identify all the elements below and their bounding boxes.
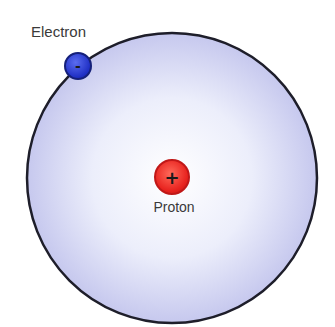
proton-circle: +Proton: [154, 159, 190, 195]
orbit-circle: [27, 33, 317, 323]
particle-label: Proton: [153, 199, 194, 215]
charge-sign: -: [66, 54, 90, 78]
particle-label: Electron: [31, 23, 86, 40]
electron-circle: Electron-: [64, 52, 92, 80]
charge-sign: +: [156, 161, 188, 193]
